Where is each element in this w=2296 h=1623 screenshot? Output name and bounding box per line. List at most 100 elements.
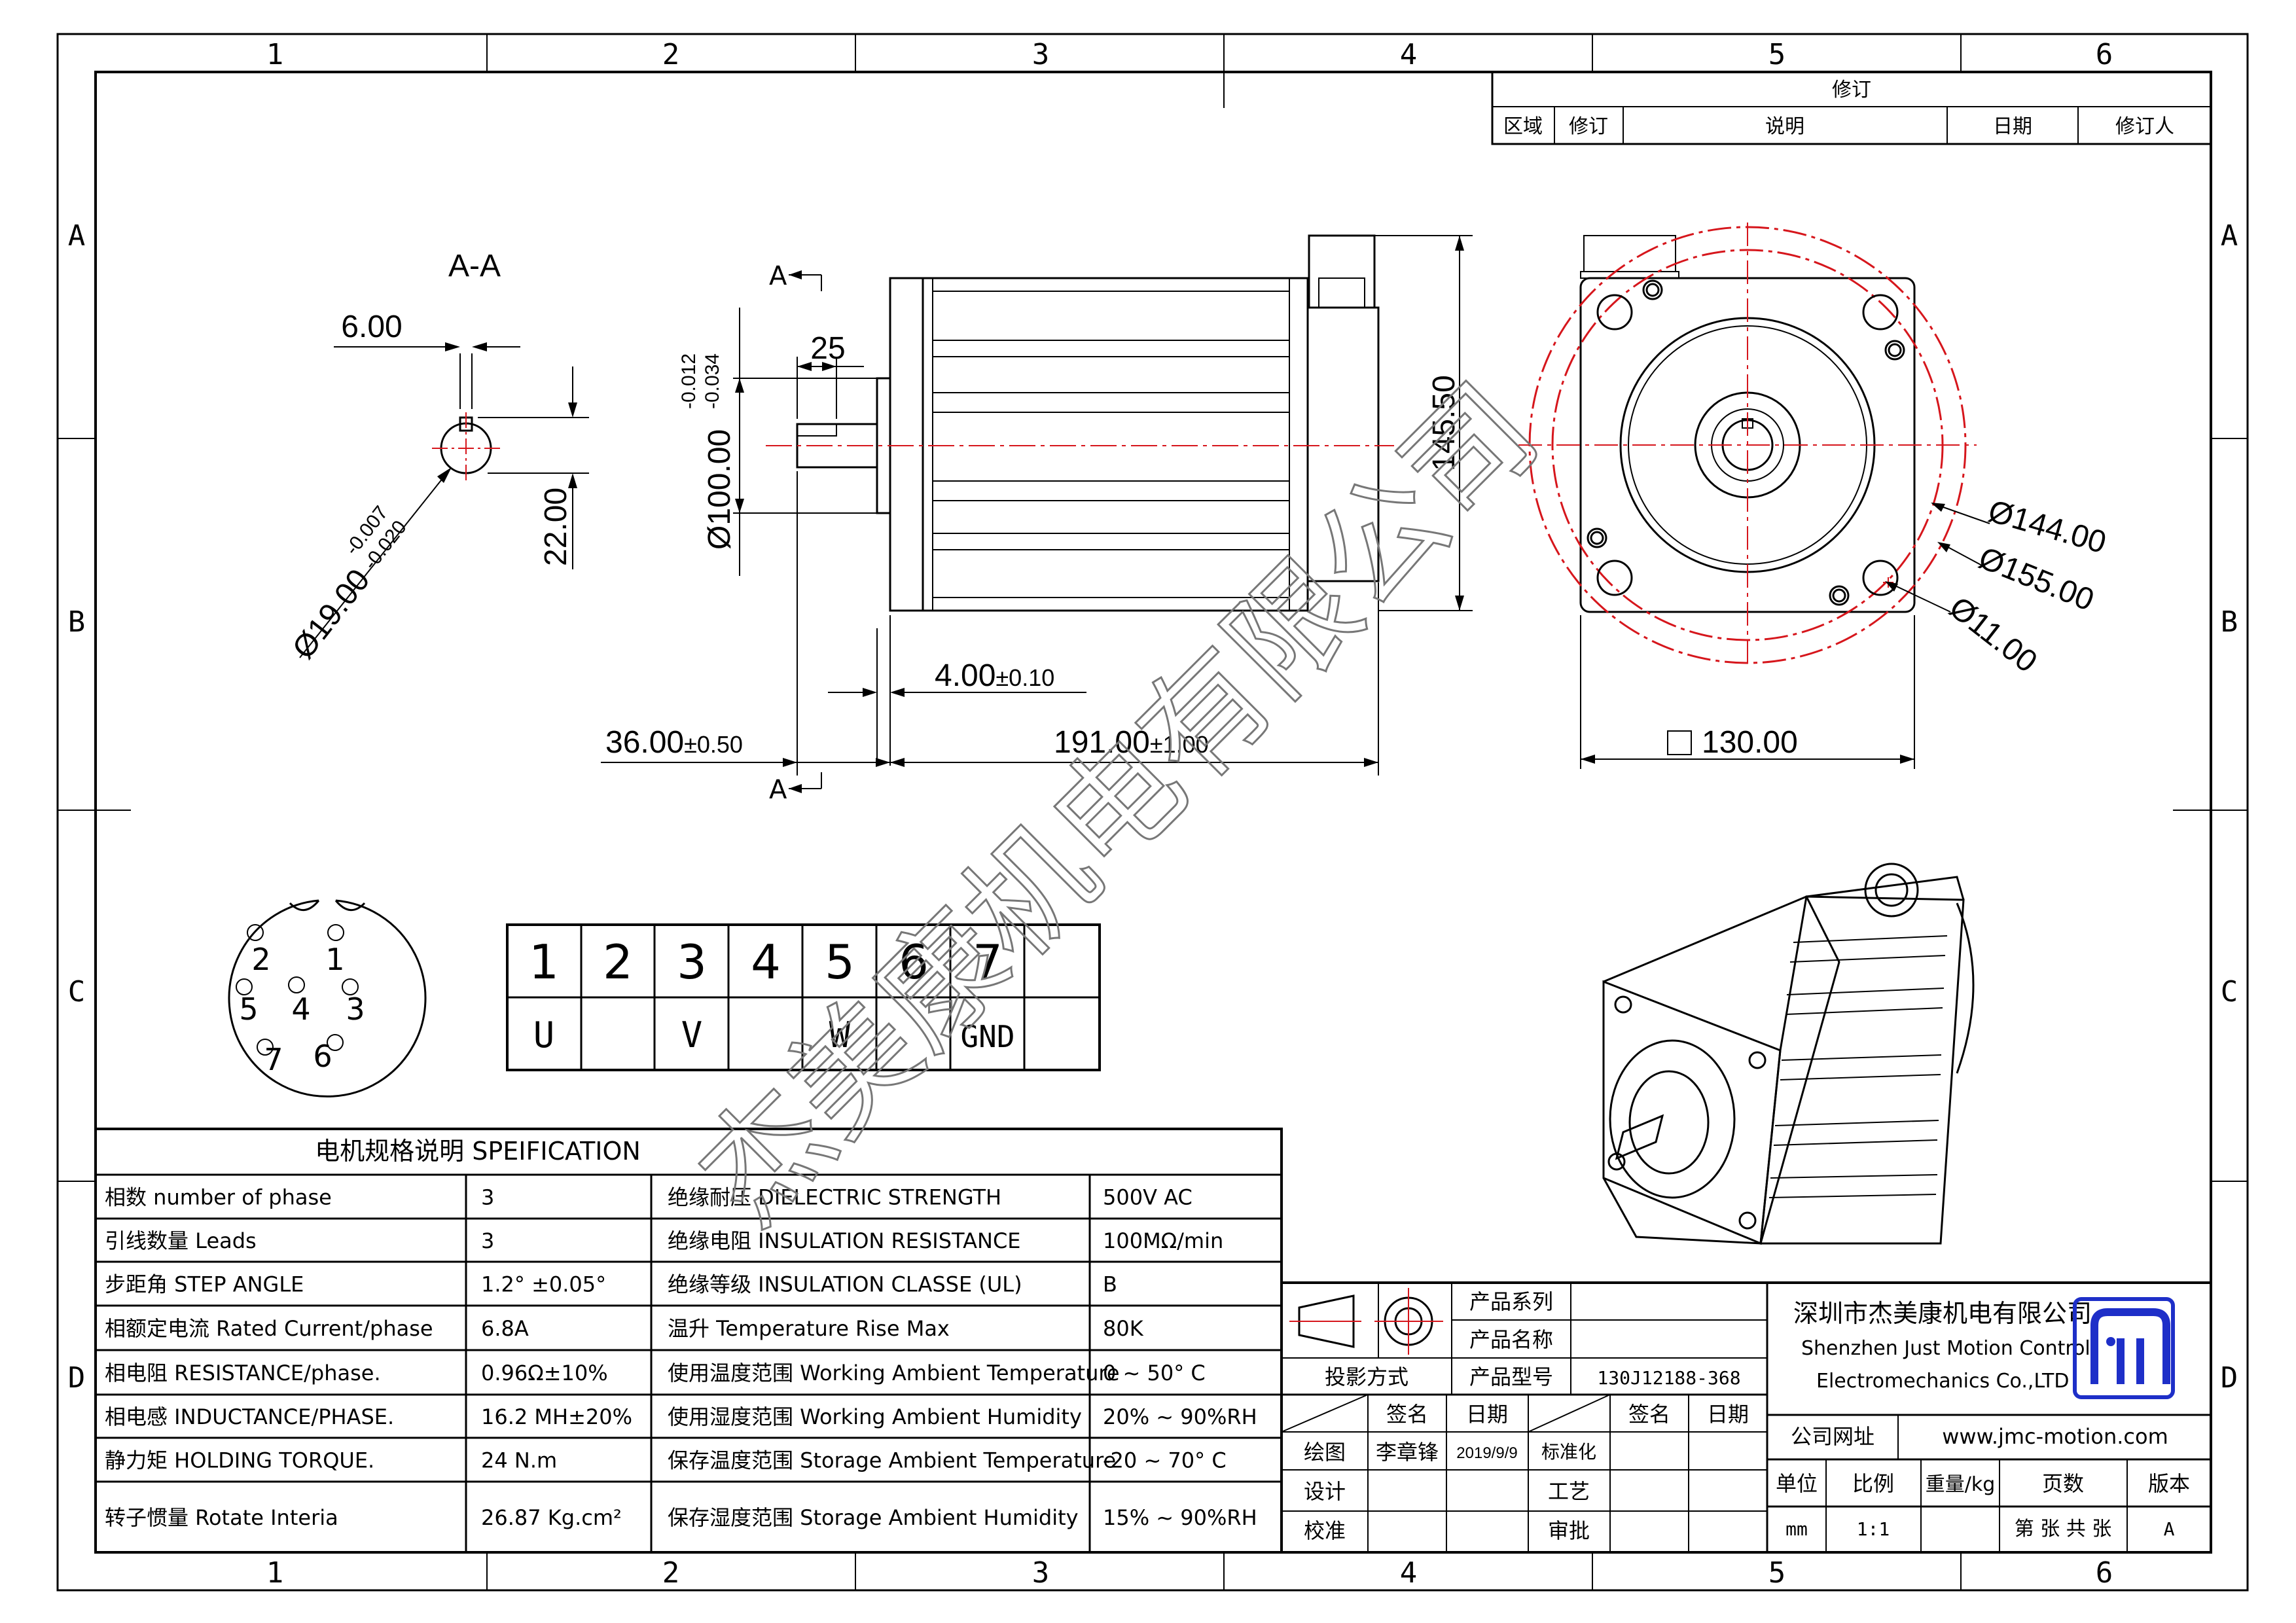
pin-signal: U <box>533 1014 555 1056</box>
check-label: 校准 <box>1304 1518 1346 1543</box>
col-label: 3 <box>1032 1556 1050 1590</box>
pin-number: 7 <box>973 935 1003 990</box>
front-view: Ø144.00 Ø155.00 Ø11.00 130.00 <box>1518 223 2110 769</box>
spec-name-cell: 相电阻 RESISTANCE/phase. <box>105 1361 381 1385</box>
revision-header: 区域 <box>1503 115 1543 138</box>
square-size-dim: 130.00 <box>1702 725 1798 760</box>
connector-pin: 1 <box>325 942 344 977</box>
shaft-extension-tol: ±0.50 <box>684 731 743 758</box>
revision-header: 修订人 <box>2115 115 2174 138</box>
spec-name-cell: 相电感 INDUCTANCE/PHASE. <box>105 1404 394 1429</box>
spec-value-right-cell: 500V AC <box>1103 1185 1193 1210</box>
spec-name-cell: 相数 number of phase <box>105 1185 332 1210</box>
unit-label: 单位 <box>1776 1471 1818 1496</box>
draw-label: 绘图 <box>1304 1440 1346 1465</box>
row-label: D <box>68 1361 86 1395</box>
design-label: 设计 <box>1304 1479 1346 1504</box>
spec-value-right-cell: -20 ~ 70° C <box>1103 1448 1227 1473</box>
spec-value-cell: 3 <box>481 1185 494 1210</box>
flange-thickness-value: 4.00 <box>935 658 996 693</box>
company-logo-icon <box>2073 1297 2175 1399</box>
unit-value: mm <box>1785 1518 1808 1540</box>
spec-value-cell: 26.87 Kg.cm² <box>481 1505 622 1530</box>
scale-label: 比例 <box>1852 1471 1894 1496</box>
connector-pin: 6 <box>313 1039 332 1074</box>
spec-name-right-cell: 使用湿度范围 Working Ambient Humidity <box>668 1404 1082 1429</box>
std-label: 标准化 <box>1541 1441 1596 1463</box>
col-label: 4 <box>1400 1556 1418 1590</box>
watermark: 杰美康机电有限公司 <box>672 357 1565 1251</box>
title-block: 投影方式 产品系列 产品名称 产品型号 130J12188-368 签名 日期 … <box>1280 1281 2212 1554</box>
pilot-diameter-dim: Ø100.00 <box>702 429 737 550</box>
spec-name-cell: 静力矩 HOLDING TORQUE. <box>105 1448 374 1473</box>
version-value: A <box>2164 1518 2175 1540</box>
projection-symbol-icon <box>1289 1288 1443 1355</box>
sign-label: 签名 <box>1628 1402 1670 1427</box>
row-label: D <box>2221 1361 2238 1395</box>
col-label: 2 <box>662 1556 680 1590</box>
spec-value-cell: 1.2° ±0.05° <box>481 1272 606 1297</box>
drawer-name: 李章锋 <box>1376 1440 1439 1465</box>
pin-number: 5 <box>825 935 855 990</box>
spec-name-right-cell: 保存湿度范围 Storage Ambient Humidity <box>668 1505 1079 1530</box>
connector-pin: 2 <box>251 942 270 977</box>
pin-number: 1 <box>529 935 559 990</box>
revision-header: 修订 <box>1569 115 1608 138</box>
pin-number: 2 <box>603 935 633 990</box>
col-label: 6 <box>2096 1556 2113 1590</box>
shaft-length-dim: 25 <box>810 331 845 366</box>
shaft-extension-dim: 36.00±0.50 <box>605 725 743 760</box>
revision-header: 说明 <box>1765 115 1804 138</box>
company-name-en-2: Electromechanics Co.,LTD <box>1816 1370 2069 1393</box>
pin-signal: V <box>681 1014 703 1056</box>
key-width-dim: 6.00 <box>341 310 402 344</box>
row-labels-left: A B C D <box>68 219 86 1395</box>
pin-number: 3 <box>677 935 707 990</box>
date-label: 日期 <box>1466 1402 1508 1427</box>
key-height-dim: 22.00 <box>539 488 573 566</box>
process-label: 工艺 <box>1548 1479 1590 1504</box>
row-label: A <box>68 219 86 253</box>
projection-label: 投影方式 <box>1325 1364 1408 1389</box>
height-dim: 145.50 <box>1427 375 1462 471</box>
spec-value-right-cell: 80K <box>1103 1316 1144 1341</box>
connector-pin: 3 <box>346 991 365 1027</box>
spec-table: 电机规格说明 SPEIFICATION <box>94 1128 1283 1554</box>
spec-value-cell: 16.2 MH±20% <box>481 1404 632 1429</box>
draw-date: 2019/9/9 <box>1456 1444 1517 1462</box>
pin-number: 4 <box>751 935 781 990</box>
revision-title: 修订 <box>1832 79 1871 101</box>
col-label: 5 <box>1768 38 1786 71</box>
spec-value-right-cell: B <box>1103 1272 1117 1297</box>
hole-diameter-11: Ø11.00 <box>1943 590 2043 680</box>
row-label: B <box>68 605 86 639</box>
scale-value: 1:1 <box>1857 1518 1890 1540</box>
pin-signal: W <box>829 1014 851 1056</box>
spec-value-cell: 24 N.m <box>481 1448 557 1473</box>
model-value: 130J12188-368 <box>1597 1367 1740 1389</box>
spec-name-right-cell: 保存温度范围 Storage Ambient Temperature <box>668 1448 1116 1473</box>
spec-value-right-cell: 0 ~ 50° C <box>1103 1361 1206 1385</box>
flange-thickness-dim: 4.00±0.10 <box>935 658 1054 693</box>
series-label: 产品系列 <box>1469 1289 1553 1314</box>
spec-name-right-cell: 绝缘电阻 INSULATION RESISTANCE <box>668 1228 1021 1253</box>
col-label: 1 <box>266 1556 284 1590</box>
pin-signal: GND <box>960 1019 1014 1054</box>
pilot-tol-lower: -0.034 <box>702 353 723 409</box>
col-label: 1 <box>266 38 284 71</box>
spec-value-cell: 3 <box>481 1228 494 1253</box>
row-label: C <box>2221 975 2238 1008</box>
row-labels-right: A B C D <box>2221 219 2238 1395</box>
column-labels-top: 1 2 3 4 5 6 <box>266 38 2113 71</box>
col-label: 3 <box>1032 38 1050 71</box>
spec-name-right-cell: 绝缘等级 INSULATION CLASSE (UL) <box>668 1272 1022 1297</box>
square-symbol-icon <box>1667 730 1692 755</box>
connector-view: 1 2 3 4 5 6 7 <box>228 899 427 1097</box>
company-name-cn: 深圳市杰美康机电有限公司 <box>1793 1299 2092 1328</box>
motor-isometric-image <box>1602 863 1975 1245</box>
column-labels-bottom: 1 2 3 4 5 6 <box>266 1556 2113 1590</box>
spec-name-right-cell: 使用温度范围 Working Ambient Temperature <box>668 1361 1120 1385</box>
revision-header: 日期 <box>1993 115 2032 138</box>
